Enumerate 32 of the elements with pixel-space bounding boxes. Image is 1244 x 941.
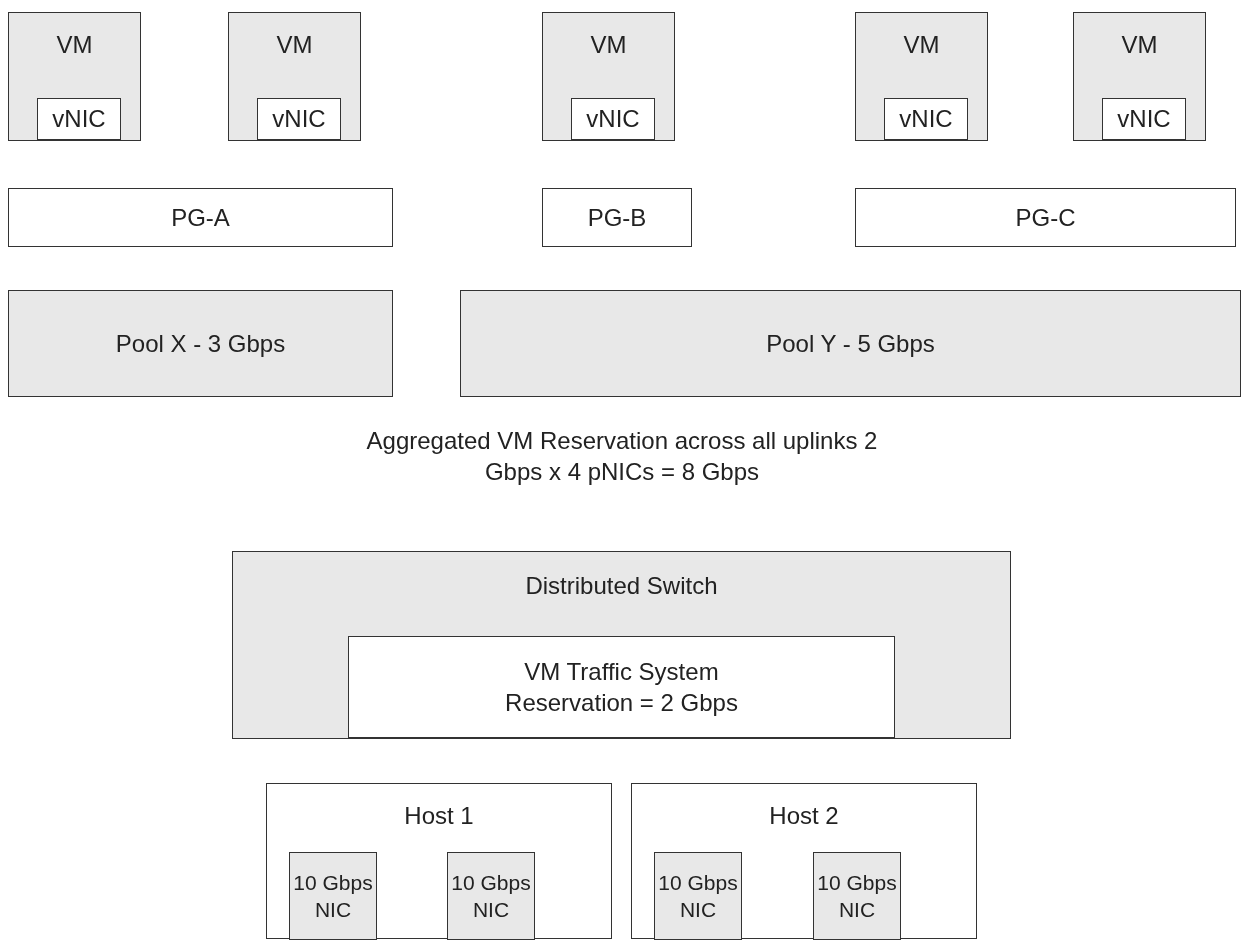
host-box <box>631 783 977 939</box>
port-group-box: PG-C <box>855 188 1236 247</box>
nic-box: 10 Gbps NIC <box>813 852 901 940</box>
host-title: Host 1 <box>404 802 474 830</box>
nic-box: 10 Gbps NIC <box>654 852 742 940</box>
switch-title: Distributed Switch <box>525 572 718 600</box>
vnic-box: vNIC <box>1102 98 1186 140</box>
vnic-box: vNIC <box>571 98 655 140</box>
switch-box <box>232 551 1011 739</box>
vm-label: VM <box>903 31 940 59</box>
vm-box <box>1073 12 1206 141</box>
nic-box: 10 Gbps NIC <box>447 852 535 940</box>
vnic-box: vNIC <box>257 98 341 140</box>
vm-box <box>542 12 675 141</box>
vm-box <box>855 12 988 141</box>
vm-label: VM <box>1121 31 1158 59</box>
vm-label: VM <box>276 31 313 59</box>
host-box <box>266 783 612 939</box>
vnic-box: vNIC <box>884 98 968 140</box>
vm-label: VM <box>590 31 627 59</box>
port-group-box: PG-A <box>8 188 393 247</box>
host-title: Host 2 <box>769 802 839 830</box>
pool-box: Pool X - 3 Gbps <box>8 290 393 397</box>
nic-box: 10 Gbps NIC <box>289 852 377 940</box>
vm-label: VM <box>56 31 93 59</box>
vm-box <box>8 12 141 141</box>
port-group-box: PG-B <box>542 188 692 247</box>
vm-box <box>228 12 361 141</box>
reservation-box: VM Traffic System Reservation = 2 Gbps <box>348 636 895 738</box>
pool-box: Pool Y - 5 Gbps <box>460 290 1241 397</box>
vnic-box: vNIC <box>37 98 121 140</box>
note-text: Aggregated VM Reservation across all uplinks 2 Gbps x 4 pNICs = 8 Gbps <box>365 426 879 488</box>
